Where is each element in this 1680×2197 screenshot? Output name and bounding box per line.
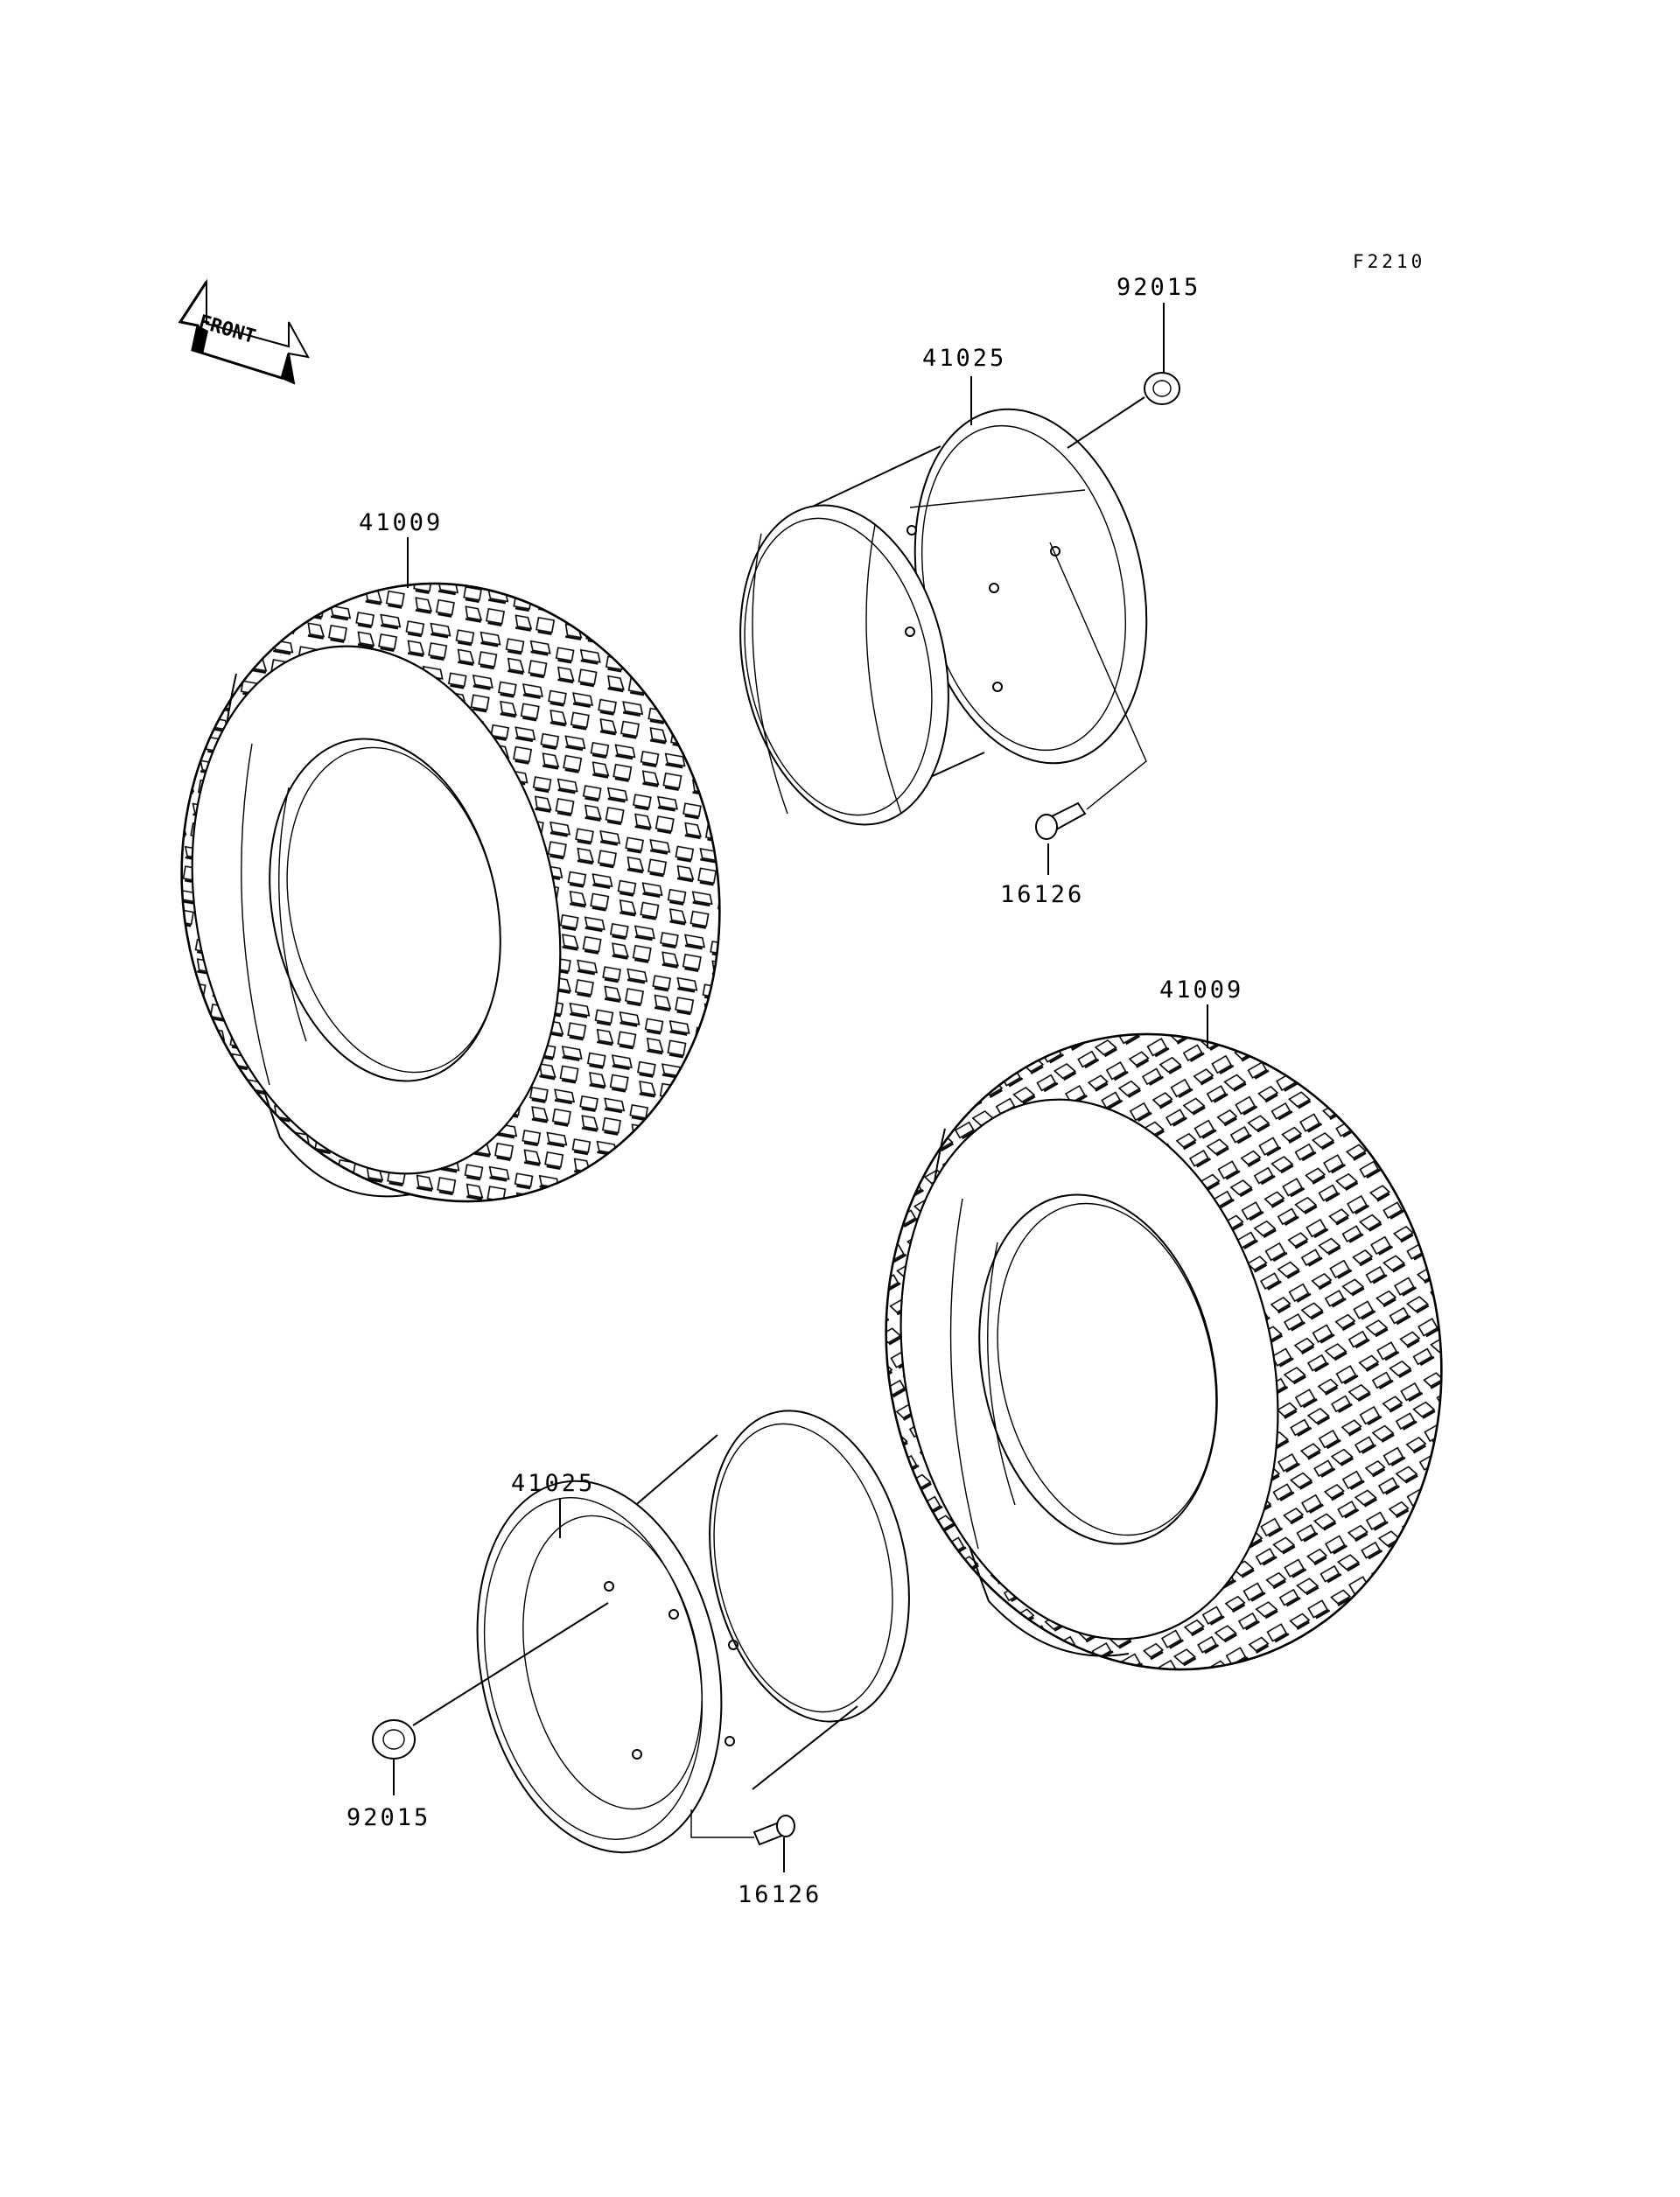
label-valve-lower: 16126 <box>738 1881 822 1908</box>
tire-upper <box>180 582 721 1203</box>
wheel-lower <box>476 1410 910 1854</box>
label-nut-upper: 92015 <box>1116 274 1200 301</box>
valve-upper <box>1035 801 1087 840</box>
nut-upper <box>1144 372 1180 405</box>
label-tire-lower: 41009 <box>1159 976 1243 1004</box>
front-arrow-icon: FRONT <box>178 278 310 385</box>
label-wheel-upper: 41025 <box>922 345 1006 372</box>
figure-code: F2210 <box>1353 251 1425 272</box>
wheel-upper <box>739 408 1148 826</box>
label-tire-upper: 41009 <box>359 509 443 536</box>
nut-lower <box>372 1719 416 1760</box>
label-valve-upper: 16126 <box>1000 881 1084 908</box>
valve-lower <box>752 1815 795 1846</box>
leader-lines <box>393 303 1208 1872</box>
label-nut-lower: 92015 <box>346 1804 430 1831</box>
tire-lower <box>885 1032 1443 1671</box>
label-wheel-lower: 41025 <box>511 1470 595 1497</box>
